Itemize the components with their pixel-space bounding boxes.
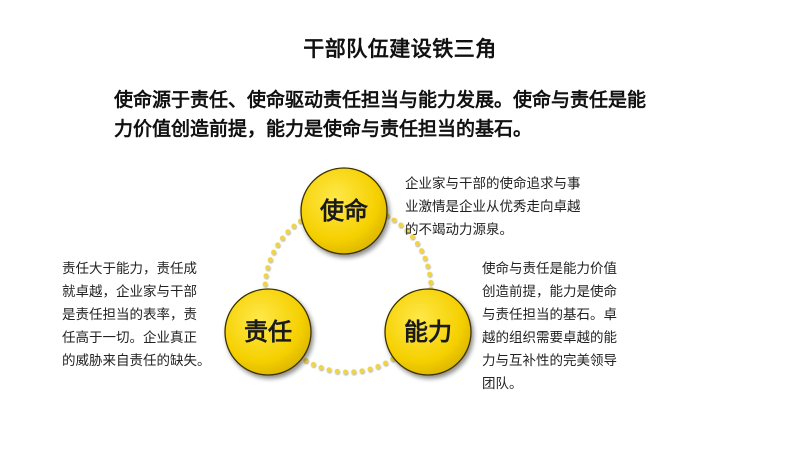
mission-description: 企业家与干部的使命追求与事 业激情是企业从优秀走向卓越 的不竭动力源泉。: [405, 173, 581, 242]
subtitle: 使命源于责任、使命驱动责任担当与能力发展。使命与责任是能 力价值创造前提，能力是…: [114, 86, 704, 144]
description-line: 团队。: [482, 376, 523, 392]
description-line: 是责任担当的表率，责: [62, 307, 197, 323]
mission-label: 使命: [320, 197, 368, 225]
description-line: 业激情是企业从优秀走向卓越: [405, 199, 581, 215]
description-line: 与责任担当的基石。卓: [482, 307, 617, 323]
description-line: 越的组织需要卓越的能: [482, 330, 617, 346]
responsibility-label: 责任: [244, 318, 292, 346]
description-line: 责任大于能力，责任成: [62, 261, 197, 277]
description-line: 的威胁来自责任的缺失。: [62, 353, 211, 369]
mission-circle: [300, 167, 388, 255]
description-line: 力与互补性的完美领导: [482, 353, 617, 369]
description-line: 创造前提，能力是使命: [482, 284, 617, 300]
description-line: 企业家与干部的使命追求与事: [405, 176, 581, 192]
description-line: 使命与责任是能力价值: [482, 261, 617, 277]
responsibility-description: 责任大于能力，责任成 就卓越，企业家与干部 是责任担当的表率，责 任高于一切。企…: [62, 258, 211, 373]
description-line: 任高于一切。企业真正: [62, 330, 197, 346]
capability-circle: [384, 288, 472, 376]
capability-description: 使命与责任是能力价值 创造前提，能力是使命 与责任担当的基石。卓 越的组织需要卓…: [482, 258, 617, 396]
description-line: 就卓越，企业家与干部: [62, 284, 197, 300]
page-title: 干部队伍建设铁三角: [303, 37, 497, 61]
description-line: 的不竭动力源泉。: [405, 222, 513, 238]
capability-label: 能力: [404, 318, 452, 346]
subtitle-line: 使命源于责任、使命驱动责任担当与能力发展。使命与责任是能: [114, 89, 647, 111]
responsibility-circle: [224, 288, 312, 376]
subtitle-line: 力价值创造前提，能力是使命与责任担当的基石。: [114, 118, 533, 140]
